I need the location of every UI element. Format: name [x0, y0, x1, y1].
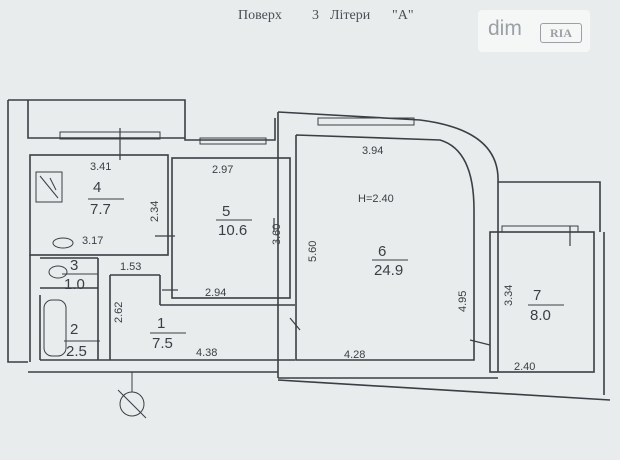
room-5-area: 10.6 [218, 222, 247, 239]
watermark: dim RIA [478, 10, 590, 52]
walls [7, 99, 611, 401]
room-7-area: 8.0 [530, 307, 551, 324]
dimension-label-1: 3.41 [90, 161, 111, 173]
room-7-number: 7 [533, 287, 541, 304]
dimension-label-15: 3.34 [503, 285, 515, 306]
dimension-label-3: 3.17 [82, 235, 103, 247]
room-4-area: 7.7 [90, 201, 111, 218]
shower-icon [35, 171, 63, 203]
room-1-number: 1 [157, 315, 165, 332]
windows [59, 117, 579, 233]
labels: 1 7.5 2 2.5 3 1.0 4 7.7 5 10.6 6 24.9 7 8.0 3.41 2.34 3.… [62, 145, 564, 373]
dimension-label-7: 1.53 [120, 261, 141, 273]
dimension-label-9: 4.38 [196, 347, 217, 359]
room-6-number: 6 [378, 243, 386, 260]
room-2-area: 2.5 [66, 343, 87, 360]
room-3-area: 1.0 [64, 276, 85, 293]
tick-marks [119, 128, 571, 346]
shower-drain-icon [39, 175, 59, 199]
dimension-label-10: 3.94 [362, 145, 383, 157]
letters-label: Літери [330, 8, 371, 23]
toilet-icon [48, 265, 68, 279]
dimension-label-14: 4.28 [344, 349, 365, 361]
dimension-label-8: 2.62 [113, 302, 125, 323]
dimension-label-4: 2.97 [212, 164, 233, 176]
room-3-number: 3 [70, 257, 78, 274]
watermark-badge: RIA [540, 23, 582, 43]
dimension-label-2: 2.34 [149, 201, 161, 222]
sink-icon [52, 237, 74, 249]
floor-label: Поверх [238, 8, 282, 23]
letters-value: "А" [392, 8, 414, 23]
dimension-label-5: 3.60 [271, 224, 283, 245]
watermark-brand: dim [488, 17, 522, 40]
dimension-label-6: 2.94 [205, 287, 226, 299]
room-2-number: 2 [70, 321, 78, 338]
dimension-label-11: H=2.40 [358, 193, 394, 205]
dimension-label-12: 5.60 [307, 241, 319, 262]
dimension-label-13: 4.95 [457, 291, 469, 312]
room-5-number: 5 [222, 203, 230, 220]
room-1-area: 7.5 [152, 335, 173, 352]
fixtures [35, 171, 147, 419]
room-4-number: 4 [93, 179, 101, 196]
room-6-area: 24.9 [374, 262, 403, 279]
bathtub-icon [43, 299, 67, 357]
floor-value: 3 [312, 8, 319, 23]
dimension-label-16: 2.40 [514, 361, 535, 373]
